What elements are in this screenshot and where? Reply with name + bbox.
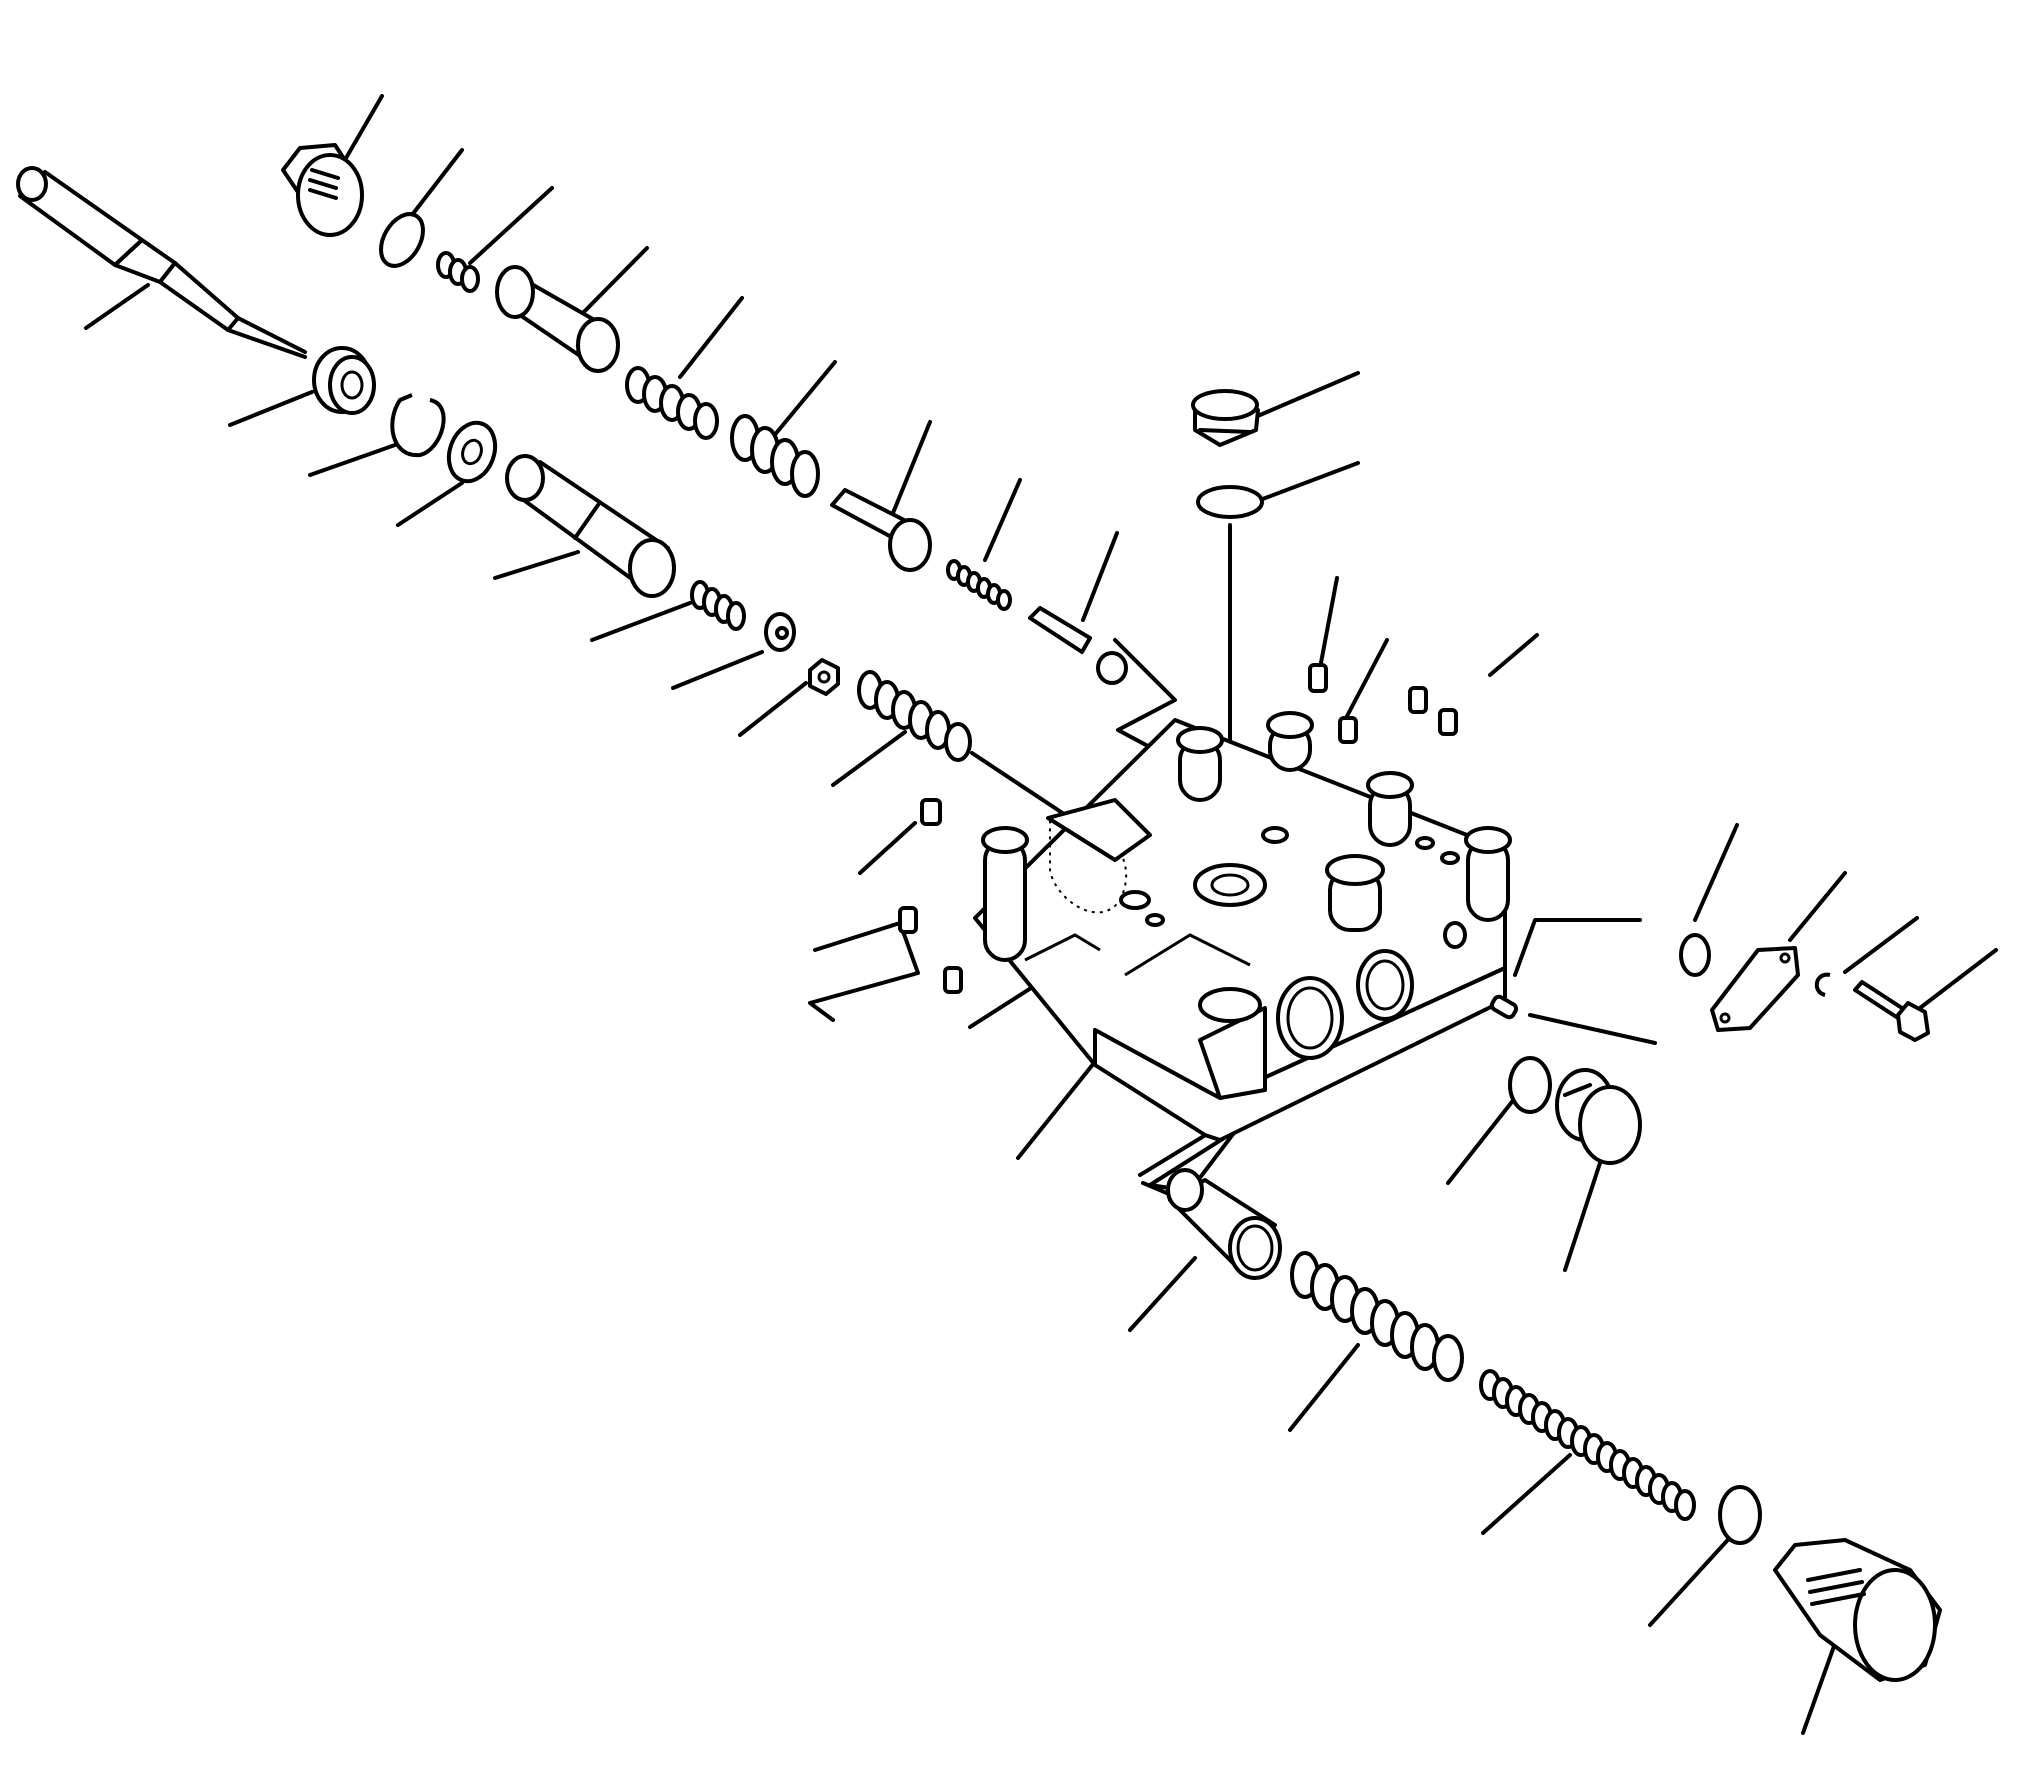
cap-plug <box>1555 1068 1642 1165</box>
hex-plug-bottom <box>1773 1538 1942 1682</box>
valve-sleeve <box>495 265 620 373</box>
o-ring-3 <box>1718 1485 1762 1545</box>
spring-large <box>1290 1251 1464 1382</box>
plug-small-right <box>1489 994 1519 1020</box>
snap-ring-small <box>1814 972 1831 997</box>
screw-2 <box>1338 716 1358 744</box>
o-ring-2 <box>1508 1056 1552 1114</box>
valve-spool-rod <box>16 166 307 359</box>
gasket-top <box>1196 485 1264 519</box>
valve-body-housing <box>973 711 1512 1142</box>
piston-cylinder <box>1166 1168 1282 1280</box>
spring-1 <box>625 366 719 440</box>
screw-3 <box>1408 686 1428 714</box>
spring-3 <box>857 670 972 762</box>
spring-long <box>1479 1369 1696 1521</box>
hex-plug-top <box>281 143 364 237</box>
nut-small <box>808 658 840 696</box>
cover-plate <box>1710 946 1800 1032</box>
washer-small <box>764 612 796 652</box>
plug-top-right <box>1191 389 1260 447</box>
o-ring-1 <box>379 212 425 268</box>
spring-2 <box>730 414 820 498</box>
flat-washer <box>446 420 498 484</box>
valve-piston <box>830 488 932 572</box>
screw-5 <box>920 798 942 826</box>
bolt <box>1853 980 1930 1042</box>
cylinder-sleeve <box>505 454 676 598</box>
small-spring-2 <box>946 559 1012 611</box>
o-ring-right <box>1679 933 1711 977</box>
bearing-washer <box>312 346 376 415</box>
snap-ring <box>390 393 446 458</box>
screw-7 <box>943 966 963 994</box>
small-spring-3 <box>690 580 746 631</box>
small-spring-1 <box>436 251 480 293</box>
screw-4 <box>1438 708 1458 736</box>
check-ball-valve <box>1028 606 1128 685</box>
screw-6 <box>898 906 918 934</box>
screw-1 <box>1308 663 1328 693</box>
